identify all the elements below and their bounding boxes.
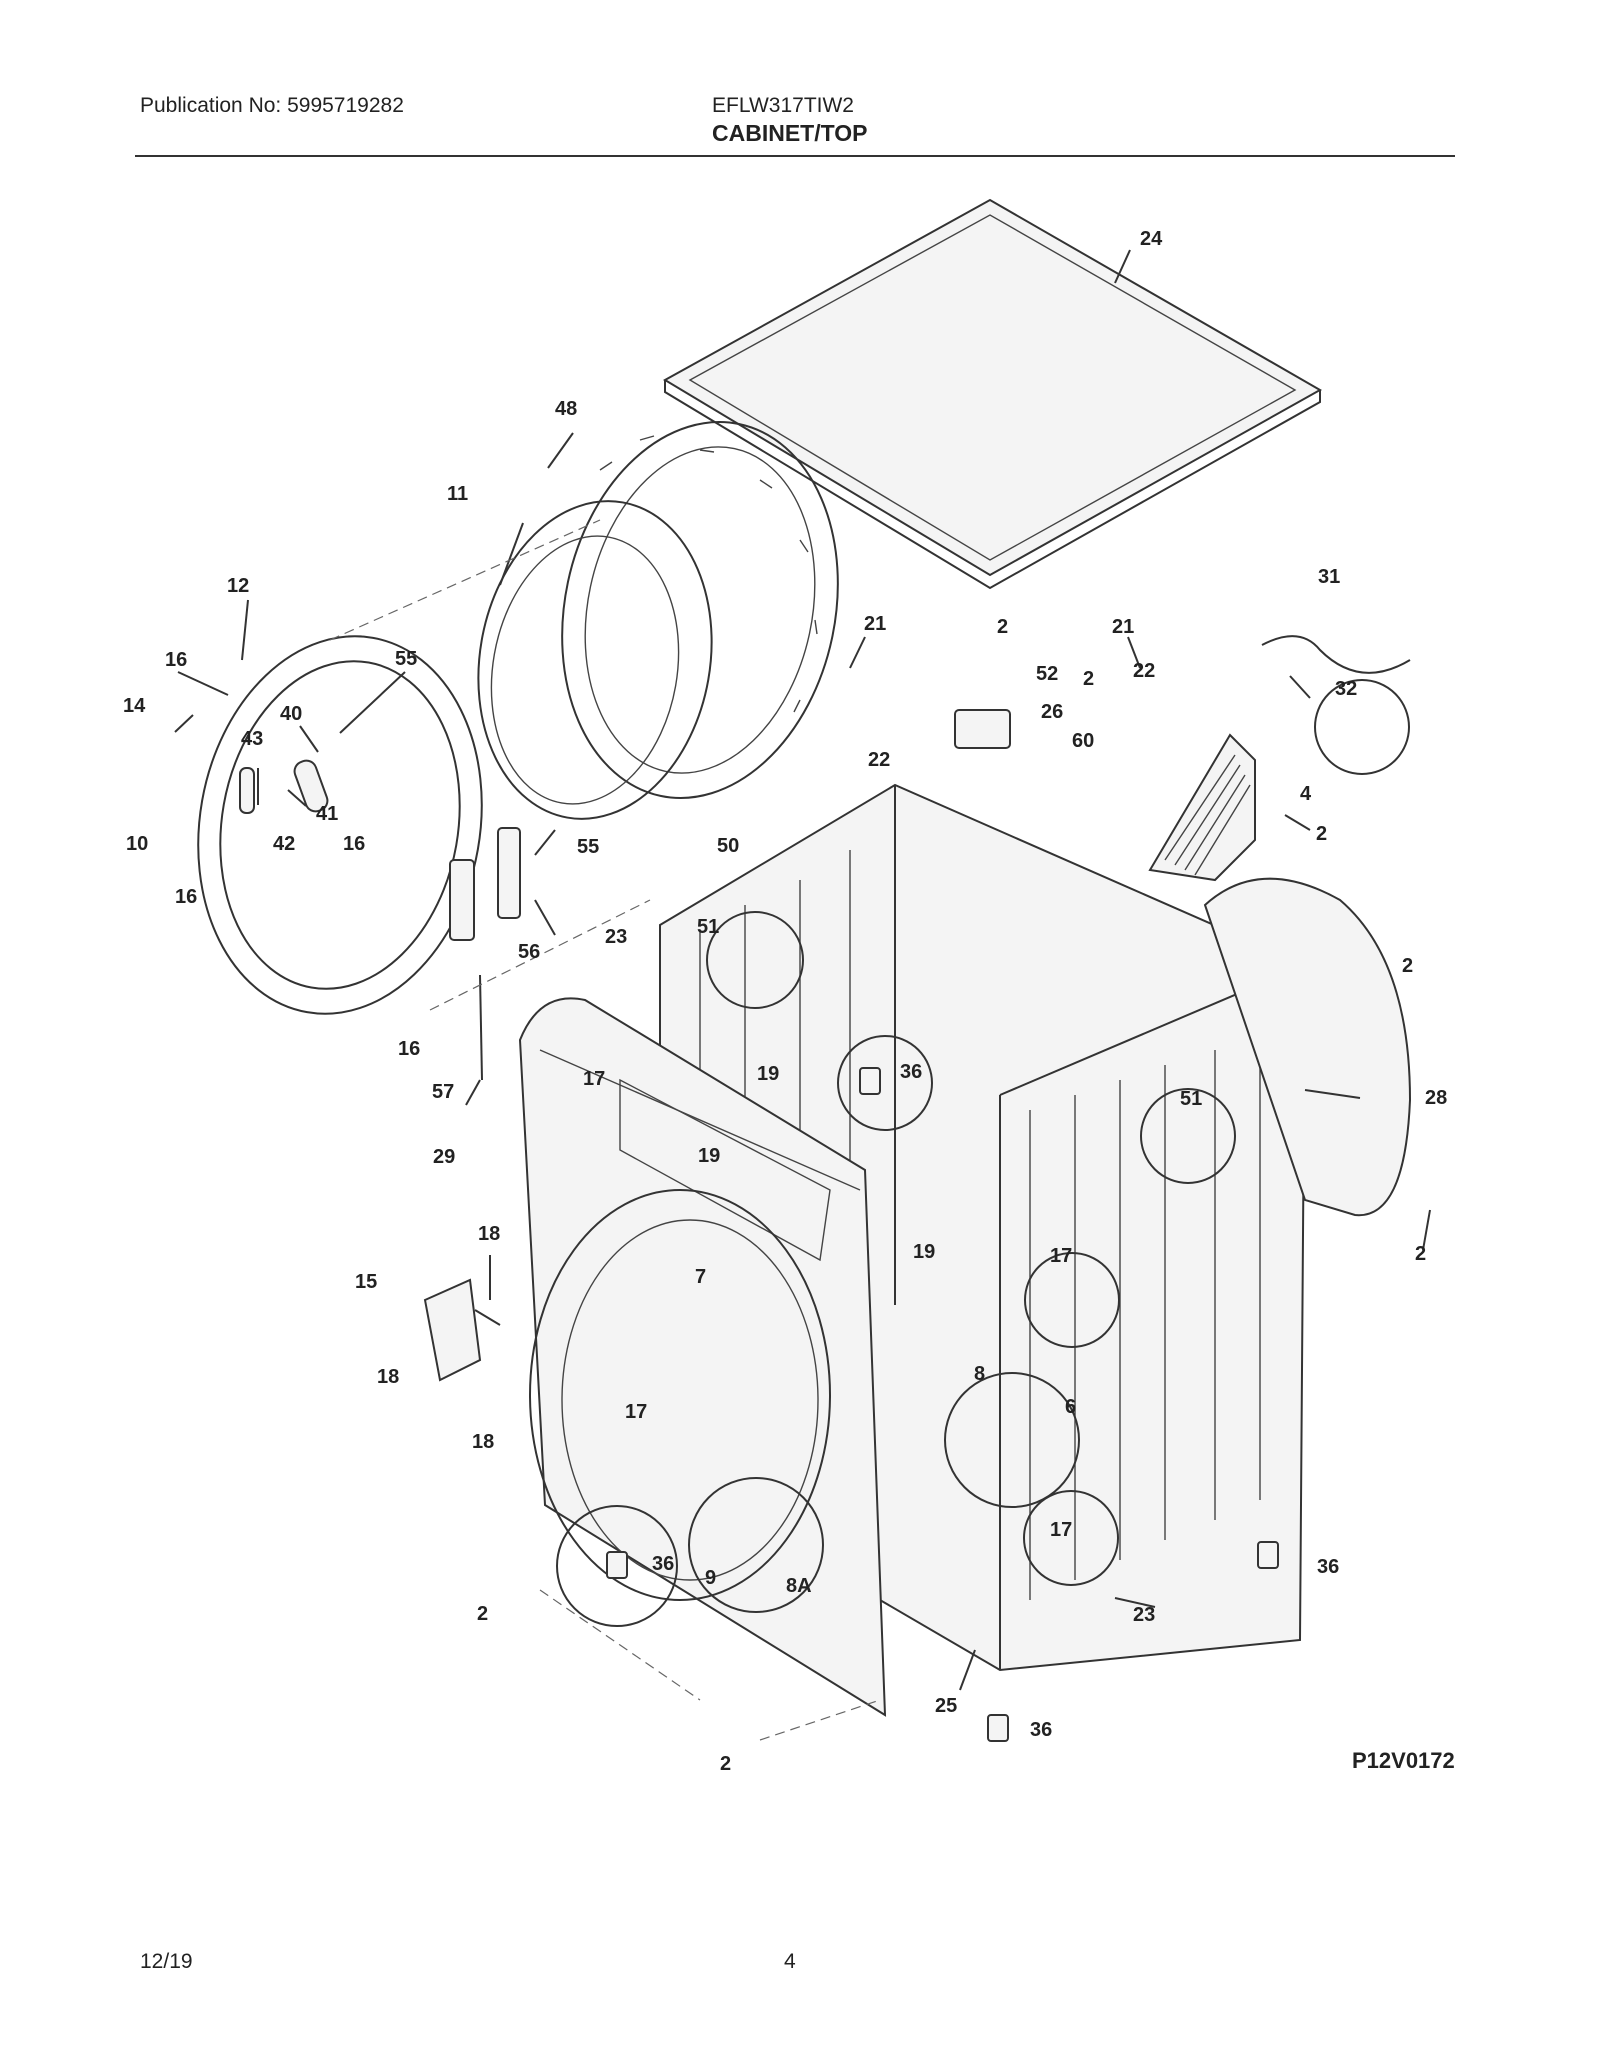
callout-14: 14 (123, 695, 146, 717)
callout-2: 2 (1402, 955, 1413, 977)
callout-23: 23 (1133, 1604, 1155, 1626)
door-latch (423, 1278, 482, 1382)
callout-36: 36 (1317, 1556, 1339, 1578)
callout-24: 24 (1140, 228, 1163, 250)
callout-21: 21 (864, 613, 886, 635)
callout-17: 17 (1050, 1519, 1072, 1541)
fasteners (606, 709, 1279, 1742)
callout-51: 51 (1180, 1088, 1202, 1110)
callout-57: 57 (432, 1081, 454, 1103)
rear-panel (1203, 877, 1412, 1217)
callout-26: 26 (1041, 701, 1063, 723)
callout-16: 16 (343, 833, 365, 855)
callout-18: 18 (377, 1366, 399, 1388)
detail-circles (556, 911, 1236, 1627)
callout-9: 9 (705, 1567, 716, 1589)
callout-18: 18 (472, 1431, 494, 1453)
callout-55: 55 (395, 648, 417, 670)
header-rule (135, 155, 1455, 157)
exploded-parts-diagram: 24 48 11 12 16 14 55 40 43 41 42 10 16 1… (123, 198, 1447, 1770)
callout-8A: 8A (786, 1575, 812, 1597)
callout-36: 36 (900, 1061, 922, 1083)
front-panel (518, 997, 887, 1717)
callout-36: 36 (652, 1553, 674, 1575)
callout-16: 16 (165, 649, 187, 671)
callout-6: 6 (1065, 1396, 1076, 1418)
callout-32: 32 (1335, 678, 1357, 700)
callout-2: 2 (1083, 668, 1094, 690)
callout-labels: 24 48 11 12 16 14 55 40 43 41 42 10 16 1… (123, 228, 1447, 1770)
callout-25: 25 (935, 1695, 957, 1717)
publication-number: Publication No: 5995719282 (140, 94, 404, 117)
footer-date: 12/19 (140, 1950, 193, 1973)
callout-40: 40 (280, 703, 302, 725)
callout-18: 18 (478, 1223, 500, 1245)
callout-43: 43 (241, 728, 263, 750)
callout-8: 8 (974, 1363, 985, 1385)
hinge (479, 827, 521, 1081)
callout-7: 7 (695, 1266, 706, 1288)
callout-16: 16 (398, 1038, 420, 1060)
callout-2: 2 (1316, 823, 1327, 845)
callout-51: 51 (697, 916, 719, 938)
callout-41: 41 (316, 803, 338, 825)
callout-2: 2 (720, 1753, 731, 1770)
top-panel (662, 198, 1323, 590)
callout-22: 22 (1133, 660, 1155, 682)
callout-31: 31 (1318, 566, 1340, 588)
control-board (1148, 733, 1256, 882)
callout-56: 56 (518, 941, 540, 963)
callout-29: 29 (433, 1146, 455, 1168)
power-cord (1261, 635, 1411, 775)
page-title: CABINET/TOP (712, 120, 868, 146)
callout-17: 17 (625, 1401, 647, 1423)
model-number: EFLW317TIW2 (712, 94, 854, 117)
callout-36: 36 (1030, 1719, 1052, 1741)
callout-11: 11 (447, 483, 468, 505)
callout-12: 12 (227, 575, 249, 597)
callout-55: 55 (577, 836, 599, 858)
leader-lines (174, 249, 1431, 1741)
callout-23: 23 (605, 926, 627, 948)
callout-10: 10 (126, 833, 148, 855)
callout-52: 52 (1036, 663, 1058, 685)
callout-16: 16 (175, 886, 197, 908)
callout-22: 22 (868, 749, 890, 771)
callout-17: 17 (583, 1068, 605, 1090)
page-number: 4 (784, 1950, 796, 1973)
callout-2: 2 (477, 1603, 488, 1625)
door-ring (197, 635, 483, 1015)
callout-2: 2 (997, 616, 1008, 638)
callout-60: 60 (1072, 730, 1094, 752)
callout-15: 15 (355, 1271, 377, 1293)
callout-50: 50 (717, 835, 739, 857)
callout-19: 19 (913, 1241, 935, 1263)
callout-21: 21 (1112, 616, 1134, 638)
door-boot (477, 500, 713, 820)
diagram-code: P12V0172 (1352, 1748, 1455, 1773)
callout-2: 2 (1415, 1243, 1426, 1265)
callout-28: 28 (1425, 1087, 1447, 1109)
callout-4: 4 (1300, 783, 1312, 805)
callout-17: 17 (1050, 1245, 1072, 1267)
callout-19: 19 (757, 1063, 779, 1085)
callout-42: 42 (273, 833, 295, 855)
callout-48: 48 (555, 398, 577, 420)
callout-19: 19 (698, 1145, 720, 1167)
tub-front (561, 421, 839, 799)
